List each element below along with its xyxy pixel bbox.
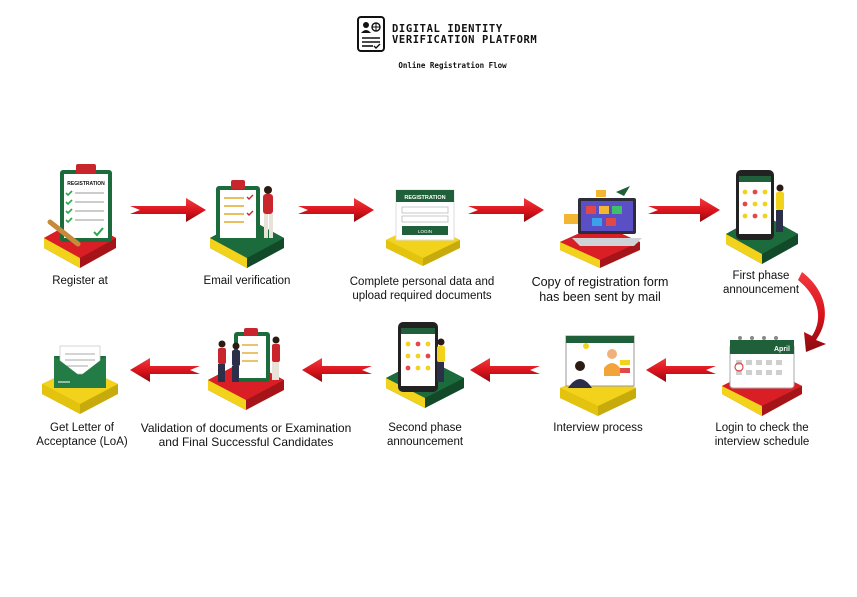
step-6-label-line-2: interview schedule bbox=[714, 436, 810, 448]
step-3-illustration: REGISTRATION LOGIN bbox=[386, 189, 460, 266]
flow-arrow-8 bbox=[130, 358, 200, 382]
step-10-label: Get Letter of Acceptance (LoA) bbox=[30, 421, 134, 449]
flow-arrow-1 bbox=[130, 198, 206, 222]
video-interview-icon bbox=[565, 335, 635, 388]
step-10-label-line-1: Get Letter of bbox=[50, 422, 114, 434]
step-8-label-line-2: announcement bbox=[386, 436, 464, 448]
phone-schedule-icon bbox=[736, 170, 784, 240]
clipboard-checklist-icon bbox=[216, 180, 273, 242]
phone-announcement-icon bbox=[398, 322, 445, 392]
step-6-illustration: April bbox=[722, 336, 802, 416]
step-5-label-line-2: announcement bbox=[722, 284, 800, 296]
step-6-label: Login to check the interview schedule bbox=[702, 421, 822, 449]
step-1-illustration: REGISTRATION bbox=[44, 164, 116, 268]
step-9-illustration bbox=[208, 328, 284, 410]
step-7-label: Interview process bbox=[538, 421, 658, 435]
step-7-label-line-1: Interview process bbox=[553, 422, 643, 434]
flow-arrow-turn bbox=[798, 272, 826, 352]
step-4-label-line-1: Copy of registration form bbox=[531, 275, 669, 289]
flow-arrow-6 bbox=[470, 358, 540, 382]
step-9-label-line-2: and Final Successful Candidates bbox=[158, 435, 334, 449]
step-5-label: First phase announcement bbox=[706, 269, 816, 297]
step-10-label-line-2: Acceptance (LoA) bbox=[36, 436, 128, 448]
brand-line-2: VERIFICATION PLATFORM bbox=[392, 34, 538, 46]
step-4-label: Copy of registration form has been sent … bbox=[520, 275, 680, 305]
id-card-icon bbox=[357, 16, 385, 52]
page-subtitle: Online Registration Flow bbox=[0, 61, 857, 70]
step-8-label-line-1: Second phase bbox=[388, 422, 462, 434]
brand-line-1: DIGITAL IDENTITY bbox=[392, 23, 503, 35]
step-3-label-line-1: Complete personal data and bbox=[349, 276, 495, 288]
calendar-icon: April bbox=[729, 336, 795, 389]
registration-form-icon: REGISTRATION LOGIN bbox=[395, 189, 455, 241]
step-2-label: Email verification bbox=[187, 274, 307, 288]
subtitle-text: Online Registration Flow bbox=[398, 61, 507, 70]
step-6-label-line-1: Login to check the bbox=[715, 422, 809, 434]
flow-arrow-4 bbox=[648, 198, 720, 222]
login-button: LOGIN bbox=[418, 229, 432, 234]
form-title: REGISTRATION bbox=[404, 195, 445, 201]
step-7-illustration bbox=[560, 335, 636, 416]
flow-arrow-2 bbox=[298, 198, 374, 222]
step-5-label-line-1: First phase bbox=[732, 270, 790, 282]
step-3-label-line-2: upload required documents bbox=[352, 290, 492, 302]
step-10-illustration bbox=[42, 345, 118, 414]
clipboard-checklist-icon: REGISTRATION bbox=[47, 164, 112, 247]
calendar-month: April bbox=[774, 346, 790, 353]
register-sheet-title: REGISTRATION bbox=[67, 181, 105, 187]
step-2-illustration bbox=[210, 180, 284, 268]
step-8-label: Second phase announcement bbox=[370, 421, 480, 449]
flow-arrow-5 bbox=[646, 358, 716, 382]
flow-arrow-7 bbox=[302, 358, 372, 382]
laptop-mail-icon bbox=[564, 186, 642, 246]
envelope-letter-icon bbox=[54, 345, 106, 388]
team-validation-icon bbox=[218, 328, 280, 382]
step-5-illustration bbox=[726, 170, 798, 264]
step-3-label: Complete personal data and upload requir… bbox=[337, 275, 507, 303]
step-9-label-line-1: Validation of documents or Examination bbox=[140, 421, 352, 435]
step-9-label: Validation of documents or Examination a… bbox=[136, 421, 356, 449]
step-1-label: Register at bbox=[30, 274, 130, 288]
step-2-label-line-1: Email verification bbox=[203, 275, 291, 287]
step-8-illustration bbox=[386, 322, 464, 408]
step-4-illustration bbox=[560, 186, 642, 268]
step-4-label-line-2: has been sent by mail bbox=[539, 290, 661, 304]
flow-arrow-3 bbox=[468, 198, 544, 222]
step-1-label-line-1: Register at bbox=[52, 275, 108, 287]
